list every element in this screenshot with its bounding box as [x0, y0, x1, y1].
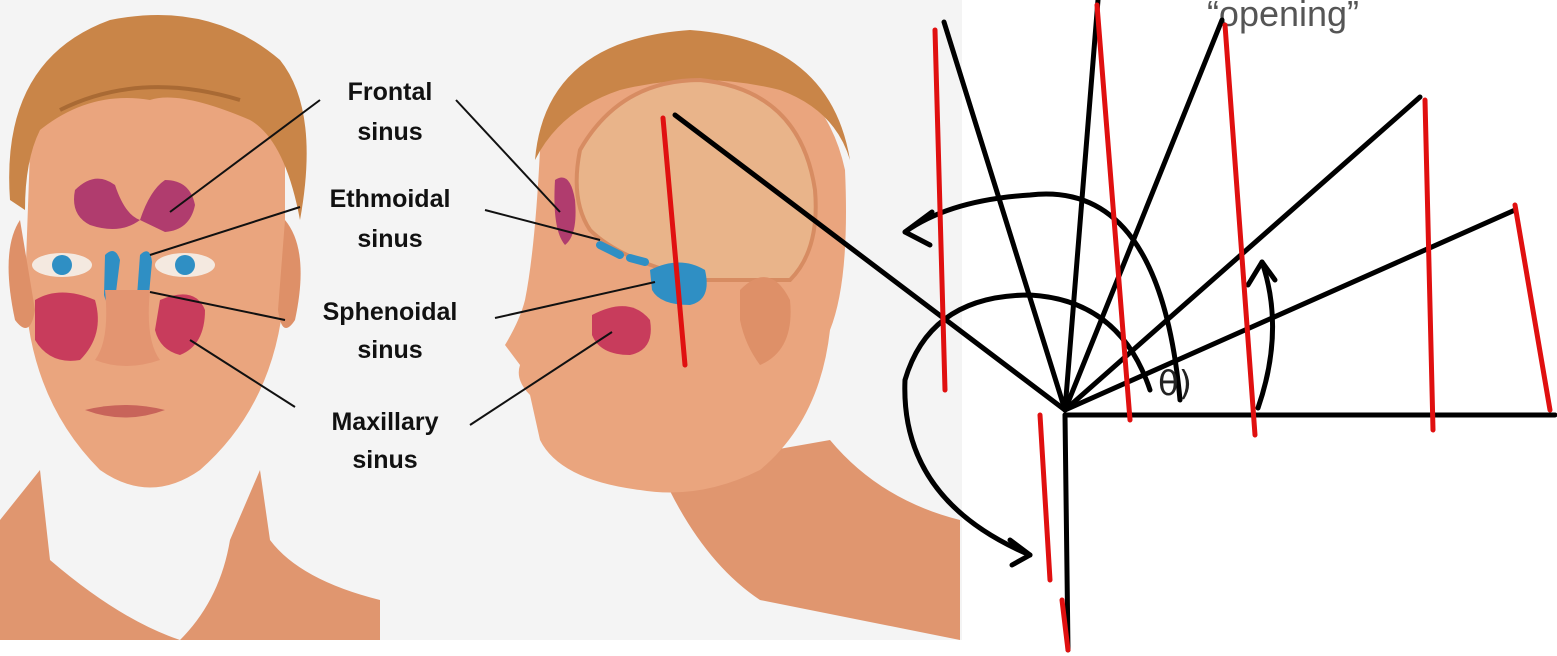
small-arc-arrowhead: [1248, 262, 1275, 285]
theta-label: θ): [1158, 364, 1192, 404]
ethmoidal-label-line2: sinus: [357, 225, 422, 253]
red-line-7: [1515, 205, 1550, 410]
opening-label: “opening”: [1207, 0, 1359, 34]
sphenoidal-label-line2: sinus: [357, 336, 422, 364]
frontal-label-line2: sinus: [357, 118, 422, 146]
red-line-3: [1040, 415, 1050, 580]
red-line-4: [1097, 5, 1130, 420]
small-arc: [1258, 262, 1273, 408]
maxillary-label-line1: Maxillary: [331, 408, 438, 436]
sinus-illustration: Frontal sinus Ethmoidal sinus Sphenoidal…: [0, 0, 962, 640]
ethmoidal-label-line1: Ethmoidal: [330, 185, 451, 213]
frontal-label-line1: Frontal: [348, 78, 433, 106]
red-line-6: [1425, 100, 1433, 430]
sphenoidal-label-line1: Sphenoidal: [323, 298, 458, 326]
maxillary-label-line2: sinus: [352, 446, 417, 474]
ray-2: [944, 22, 1065, 410]
red-line-5: [1225, 25, 1255, 435]
